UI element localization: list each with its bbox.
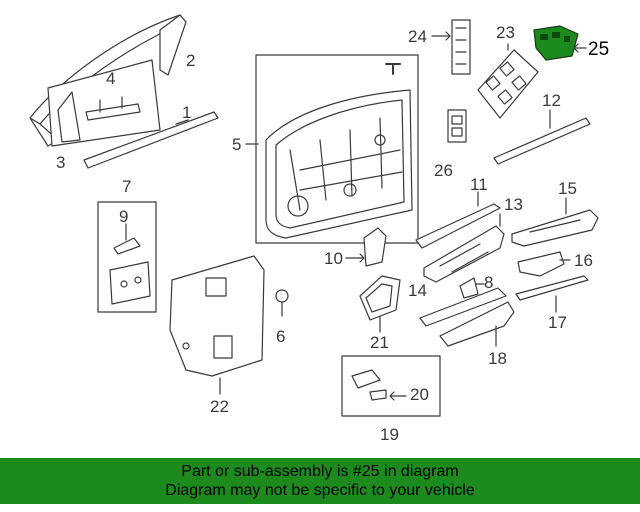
part-5-door-trim-panel: [255, 54, 419, 244]
part-7-hinge-box: [97, 201, 157, 313]
part-4-panel: [47, 59, 161, 147]
leader-10: [345, 253, 365, 263]
callout-11: 11: [470, 175, 488, 194]
banner-line-2: Diagram may not be specific to your vehi…: [165, 482, 475, 499]
part-14-handle-bezel: [419, 287, 507, 327]
part-22-vapor-barrier: [169, 255, 265, 377]
part-13-armrest: [423, 225, 505, 283]
part-25-highlighted: [533, 25, 579, 61]
leader-20: [389, 391, 407, 401]
leader-1: [175, 119, 189, 125]
part-16-bracket: [517, 251, 565, 277]
callout-7: 7: [122, 177, 132, 196]
clip-icon: [385, 63, 401, 75]
part-18-pocket: [439, 301, 515, 347]
banner-line-1: Part or sub-assembly is #25 in diagram: [181, 463, 459, 480]
part-19-kit-box: [341, 355, 441, 417]
part-12-molding: [493, 117, 591, 165]
callout-14: 14: [408, 281, 427, 300]
callout-4: 4: [106, 69, 116, 88]
callout-18: 18: [488, 349, 507, 368]
callout-21: 21: [370, 333, 389, 352]
callout-19: 19: [380, 425, 399, 444]
callout-2: 2: [186, 51, 196, 70]
callout-12: 12: [542, 91, 561, 110]
callout-25: 25: [588, 39, 610, 60]
callout-3: 3: [56, 153, 66, 172]
part-8-inner-handle: [459, 277, 479, 299]
callout-17: 17: [548, 313, 567, 332]
part-24-switch-bracket: [451, 19, 471, 75]
part-1-belt-molding: [83, 111, 219, 169]
callout-20: 20: [410, 385, 429, 404]
callout-1: 1: [182, 103, 192, 122]
callout-15: 15: [558, 179, 577, 198]
callout-13: 13: [504, 195, 523, 214]
part-17-molding: [515, 275, 589, 301]
callout-22: 22: [210, 397, 229, 416]
part-6-clip: [275, 289, 289, 317]
leader-25: [573, 43, 587, 53]
callout-5: 5: [232, 135, 242, 154]
part-26-switch: [447, 109, 467, 143]
callout-10: 10: [324, 249, 343, 268]
part-23-window-switch-panel: [477, 49, 539, 119]
callout-6: 6: [276, 327, 286, 346]
part-15-trim: [511, 209, 599, 247]
callout-26: 26: [434, 161, 453, 180]
callout-16: 16: [574, 251, 593, 270]
info-banner: Part or sub-assembly is #25 in diagram D…: [0, 458, 640, 504]
part-2-upper-molding: [159, 14, 187, 76]
callout-23: 23: [496, 23, 515, 42]
part-10-cover: [363, 227, 387, 267]
leader-24: [431, 31, 451, 41]
callout-24: 24: [408, 27, 427, 46]
callout-8: 8: [484, 273, 494, 292]
part-21-bezel: [359, 275, 401, 321]
part-11-armrest-trim: [415, 203, 501, 249]
callout-9: 9: [119, 207, 129, 226]
